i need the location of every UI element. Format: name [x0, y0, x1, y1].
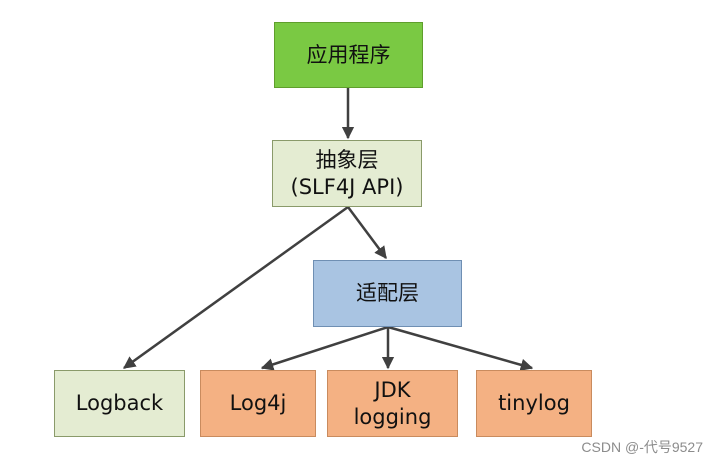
- node-log4j: Log4j: [200, 370, 316, 437]
- node-application: 应用程序: [274, 22, 423, 88]
- node-tinylog-label: tinylog: [498, 391, 570, 416]
- node-jdk-logging-line1: JDK: [374, 378, 411, 403]
- node-logback-label: Logback: [75, 391, 164, 416]
- node-log4j-label: Log4j: [229, 391, 287, 416]
- node-abstract-layer-line2: (SLF4J API): [290, 174, 404, 199]
- node-adapter-layer-label: 适配层: [356, 281, 419, 306]
- node-logback: Logback: [54, 370, 185, 437]
- edge-adapter-to-log4j: [260, 325, 389, 371]
- edge-abstract-to-logback: [122, 205, 349, 370]
- edge-adapter-to-tinylog: [387, 325, 534, 371]
- node-adapter-layer: 适配层: [313, 260, 462, 327]
- node-tinylog: tinylog: [476, 370, 592, 437]
- node-abstract-layer: 抽象层 (SLF4J API): [272, 140, 422, 207]
- watermark: CSDN @-代号9527: [581, 439, 703, 455]
- node-application-label: 应用程序: [306, 42, 391, 67]
- node-jdk-logging-line2: logging: [353, 404, 432, 429]
- edge-abstract-to-adapter: [346, 206, 388, 260]
- node-jdk-logging: JDK logging: [327, 370, 458, 437]
- node-abstract-layer-line1: 抽象层: [315, 148, 379, 173]
